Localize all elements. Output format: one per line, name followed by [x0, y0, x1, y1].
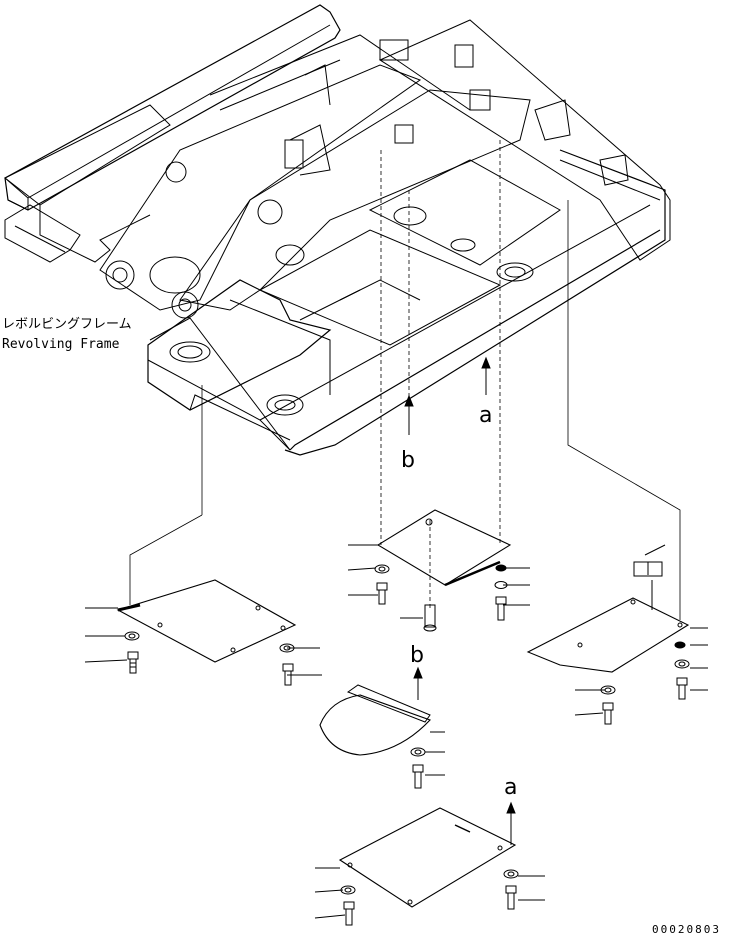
step-bracket: [5, 205, 80, 262]
center-platform: [370, 160, 560, 265]
frame-front-beam: [148, 280, 330, 410]
drawing-code: 00020803: [652, 923, 721, 936]
cover-plate-center: [348, 510, 530, 631]
boom-pin-left: [106, 261, 134, 289]
boom-foot-plate-left: [100, 65, 420, 310]
arrow-label-b-upper: b: [401, 448, 415, 473]
boom-pin-right: [172, 292, 198, 318]
frame-left-front-box: [5, 105, 170, 205]
arrow-label-a-lower: a: [504, 775, 518, 800]
swing-circle-port-right: [267, 395, 303, 415]
inner-deck: [260, 230, 500, 345]
frame-label-japanese: レボルビングフレーム: [2, 317, 132, 332]
cover-plate-bottom: [315, 808, 545, 925]
bracket-plate: [320, 685, 445, 788]
dowel-pin: [425, 605, 435, 627]
cover-plate-left: [85, 580, 322, 685]
arrows: [405, 358, 515, 845]
frame-right-rail: [380, 20, 670, 260]
guide-lines: [130, 140, 680, 620]
swing-circle-port-left: [170, 342, 210, 362]
frame-left-rail: [5, 5, 340, 210]
frame-label-english: Revolving Frame: [2, 337, 120, 352]
arrow-label-b-lower: b: [410, 643, 424, 668]
arrow-label-a-upper: a: [479, 403, 493, 428]
cover-plate-right: [528, 545, 708, 724]
boom-foot-plate-right: [180, 90, 530, 310]
revolving-frame: [5, 5, 670, 455]
